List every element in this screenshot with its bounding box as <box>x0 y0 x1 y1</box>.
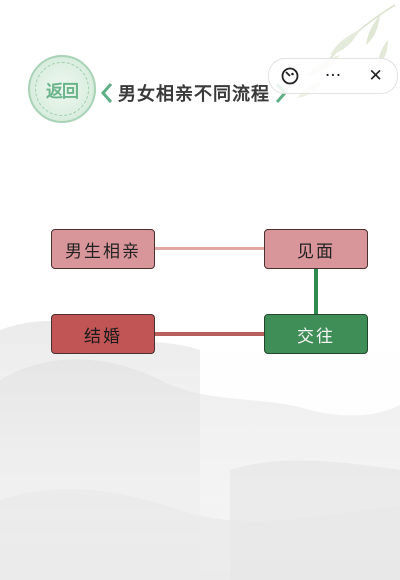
level-title-banner: 男女相亲不同流程 <box>100 78 288 108</box>
level-title: 男女相亲不同流程 <box>118 84 270 105</box>
card-meet-label: 见面 <box>297 241 335 262</box>
mini-program-capsule: ··· ✕ <box>268 58 398 94</box>
card-meet[interactable]: 见面 <box>264 229 368 269</box>
card-date[interactable]: 交往 <box>264 314 368 354</box>
connector-blind-date-to-meet <box>154 247 265 250</box>
card-marry[interactable]: 结婚 <box>51 314 155 354</box>
card-date-label: 交往 <box>297 326 335 347</box>
more-icon: ··· <box>324 66 342 86</box>
card-blind-date[interactable]: 男生相亲 <box>51 229 155 269</box>
back-button-label: 返回 <box>46 81 79 102</box>
game-controller-button[interactable] <box>269 59 312 93</box>
back-button-inner-ring <box>35 62 89 116</box>
connector-meet-to-date <box>314 268 318 316</box>
back-button[interactable]: 返回 <box>28 55 96 123</box>
close-button[interactable]: ✕ <box>354 59 397 93</box>
game-controller-icon <box>281 67 299 85</box>
more-button[interactable]: ··· <box>312 59 355 93</box>
card-marry-label: 结婚 <box>84 326 122 347</box>
close-icon: ✕ <box>368 66 383 86</box>
connector-date-to-marry <box>154 332 265 336</box>
card-blind-date-label: 男生相亲 <box>65 241 141 262</box>
chevron-left-icon <box>100 83 113 103</box>
